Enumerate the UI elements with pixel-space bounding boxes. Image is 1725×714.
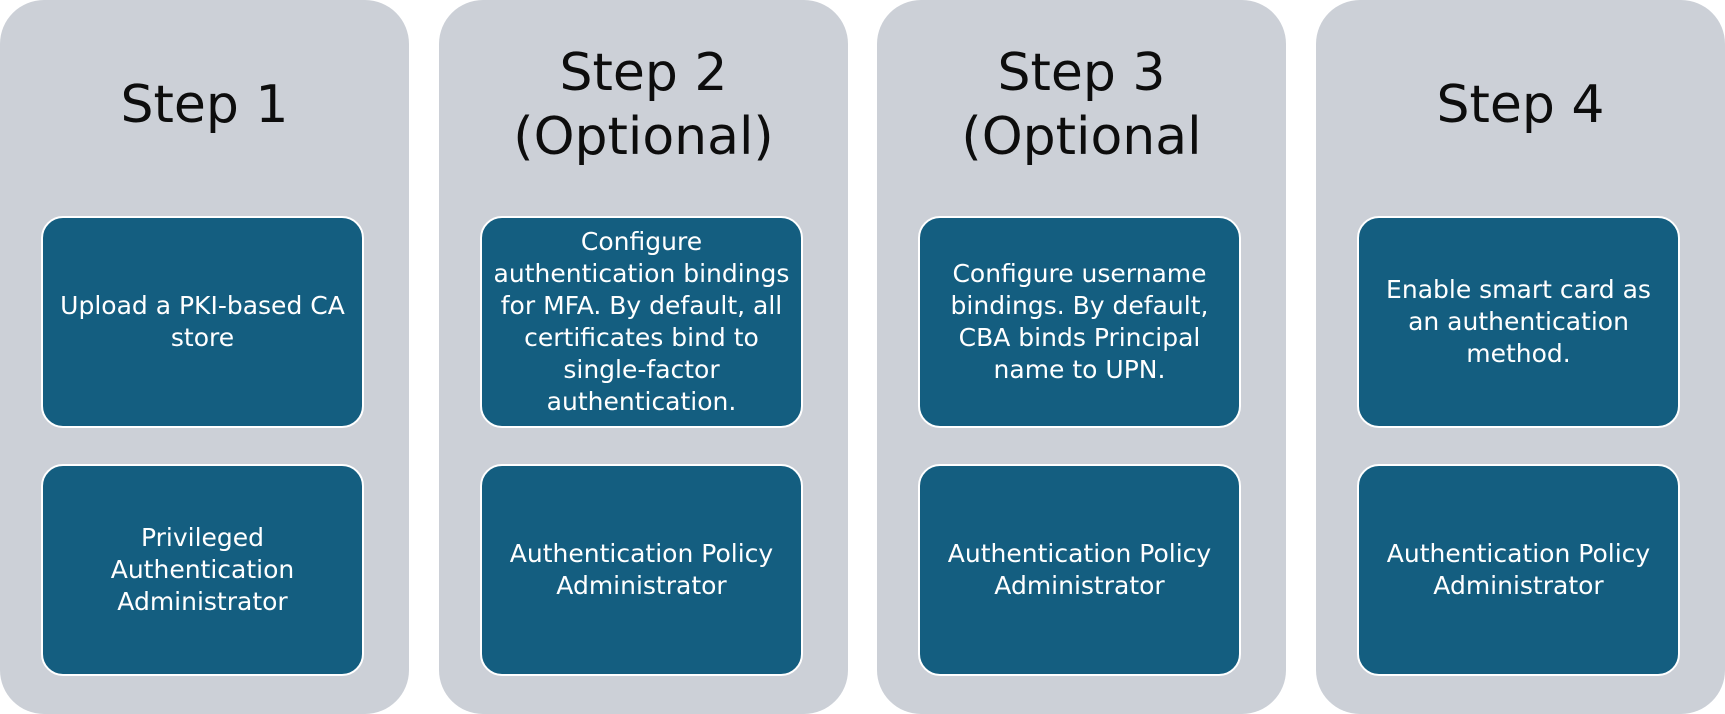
step-2-task-box: Configure authentication bindings for MF… — [480, 216, 803, 428]
step-4-column: Step 4 Enable smart card as an authentic… — [1316, 0, 1725, 714]
step-3-task-box: Configure username bindings. By default,… — [918, 216, 1241, 428]
step-1-task-text: Upload a PKI-based CA store — [60, 291, 345, 352]
step-3-column: Step 3 (Optional Configure username bind… — [877, 0, 1286, 714]
step-1-role-text: Privileged Authentication Administrator — [110, 523, 295, 616]
step-4-role-box: Authentication Policy Administrator — [1357, 464, 1680, 676]
step-2-role-box: Authentication Policy Administrator — [480, 464, 803, 676]
step-1-role-box: Privileged Authentication Administrator — [41, 464, 364, 676]
step-4-title: Step 4 — [1316, 0, 1725, 210]
step-3-role-box: Authentication Policy Administrator — [918, 464, 1241, 676]
step-4-title-text: Step 4 — [1436, 75, 1605, 135]
step-1-title: Step 1 — [0, 0, 409, 210]
step-3-title: Step 3 (Optional — [877, 0, 1286, 210]
step-4-task-box: Enable smart card as an authentication m… — [1357, 216, 1680, 428]
step-1-column: Step 1 Upload a PKI-based CA store Privi… — [0, 0, 409, 714]
step-2-column: Step 2 (Optional) Configure authenticati… — [439, 0, 848, 714]
step-3-task-text: Configure username bindings. By default,… — [950, 259, 1209, 384]
step-3-role-text: Authentication Policy Administrator — [947, 539, 1212, 600]
step-2-title: Step 2 (Optional) — [439, 0, 848, 210]
step-2-task-text: Configure authentication bindings for MF… — [493, 227, 790, 416]
step-2-title-text: Step 2 (Optional) — [513, 43, 774, 167]
step-1-task-box: Upload a PKI-based CA store — [41, 216, 364, 428]
step-1-title-text: Step 1 — [120, 75, 289, 135]
step-4-task-text: Enable smart card as an authentication m… — [1386, 275, 1651, 368]
step-4-role-text: Authentication Policy Administrator — [1386, 539, 1651, 600]
step-2-role-text: Authentication Policy Administrator — [509, 539, 774, 600]
step-3-title-text: Step 3 (Optional — [961, 43, 1202, 167]
